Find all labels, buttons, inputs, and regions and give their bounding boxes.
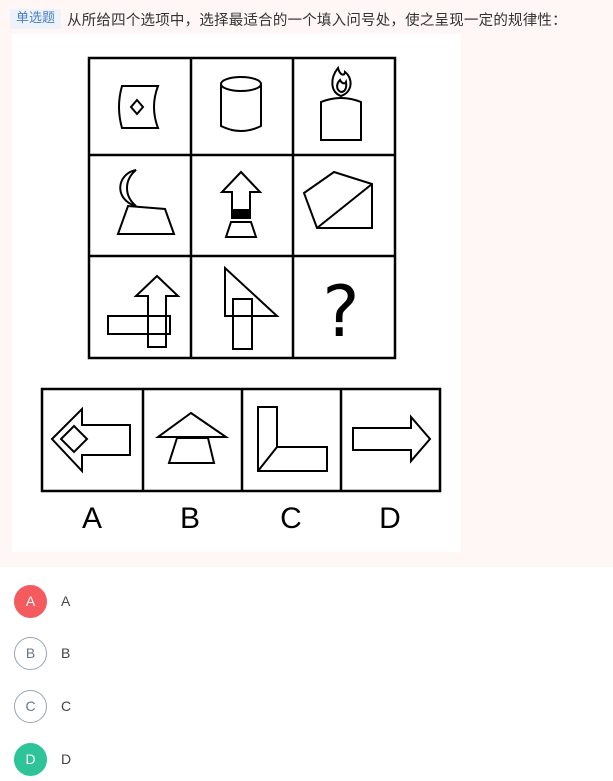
puzzle-grid [87,56,397,360]
question-header: 单选题 从所给四个选项中，选择最适合的一个填入问号处，使之呈现一定的规律性： [10,8,567,30]
answer-a-figure [50,406,131,474]
option-b-label: B [61,645,71,661]
answer-letter-a: A [82,502,102,535]
option-a[interactable]: A A [14,584,70,618]
option-d[interactable]: D D [14,742,71,776]
option-c-label: C [61,698,72,714]
question-type-badge: 单选题 [10,9,62,29]
cell-r1c1-figure [118,85,160,129]
answer-letter-b: B [180,502,200,535]
cell-r1c2-figure [220,76,262,132]
cell-r2c3-figure [302,170,373,229]
answer-c-figure [257,406,328,472]
cell-r2c2-figure [219,170,263,238]
figure-svg: ? [40,56,442,535]
option-c[interactable]: C C [14,689,71,723]
option-d-label: D [61,751,72,767]
cell-r1c3-figure [320,65,362,141]
option-b-circle[interactable]: B [14,636,47,670]
option-d-circle[interactable]: D [14,742,47,776]
answer-b-figure [154,411,230,464]
question-area: 单选题 从所给四个选项中，选择最适合的一个填入问号处，使之呈现一定的规律性： [10,8,567,552]
option-a-label: A [61,593,71,609]
question-text: 从所给四个选项中，选择最适合的一个填入问号处，使之呈现一定的规律性： [67,12,567,29]
option-b[interactable]: B B [14,636,70,670]
question-mark: ? [322,271,359,353]
answer-letter-d: D [379,502,401,535]
option-c-circle[interactable]: C [14,689,47,723]
cell-r2c1-figure [116,169,176,235]
option-a-circle[interactable]: A [14,584,47,618]
question-figure: ? [12,34,461,552]
cell-r3c2-figure [224,265,280,350]
answer-d-figure [352,414,432,464]
answer-letter-c: C [280,502,302,535]
cell-r3c1-figure [107,274,181,348]
